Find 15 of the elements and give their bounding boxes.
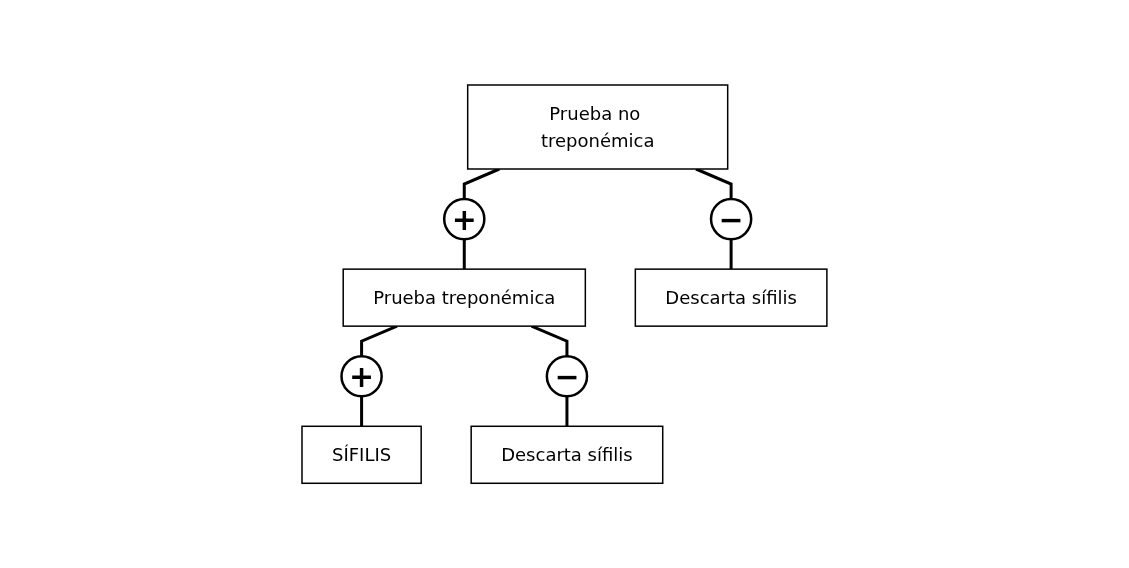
node-box: Prueba treponémica: [342, 268, 587, 327]
connector: [729, 239, 733, 269]
node-circle: +: [340, 354, 383, 398]
connector: [695, 167, 733, 199]
connector: [462, 239, 466, 269]
node-box: Descarta sífilis: [634, 268, 828, 327]
node-box: Prueba no treponémica: [467, 84, 729, 170]
node-circle: −: [545, 354, 589, 398]
node-box: SÍFILIS: [301, 425, 422, 484]
connector: [565, 396, 569, 427]
node-box: Descarta sífilis: [470, 425, 664, 484]
connector: [360, 396, 364, 427]
node-circle: −: [709, 197, 753, 241]
node-circle: +: [443, 197, 486, 241]
connector: [462, 167, 501, 199]
